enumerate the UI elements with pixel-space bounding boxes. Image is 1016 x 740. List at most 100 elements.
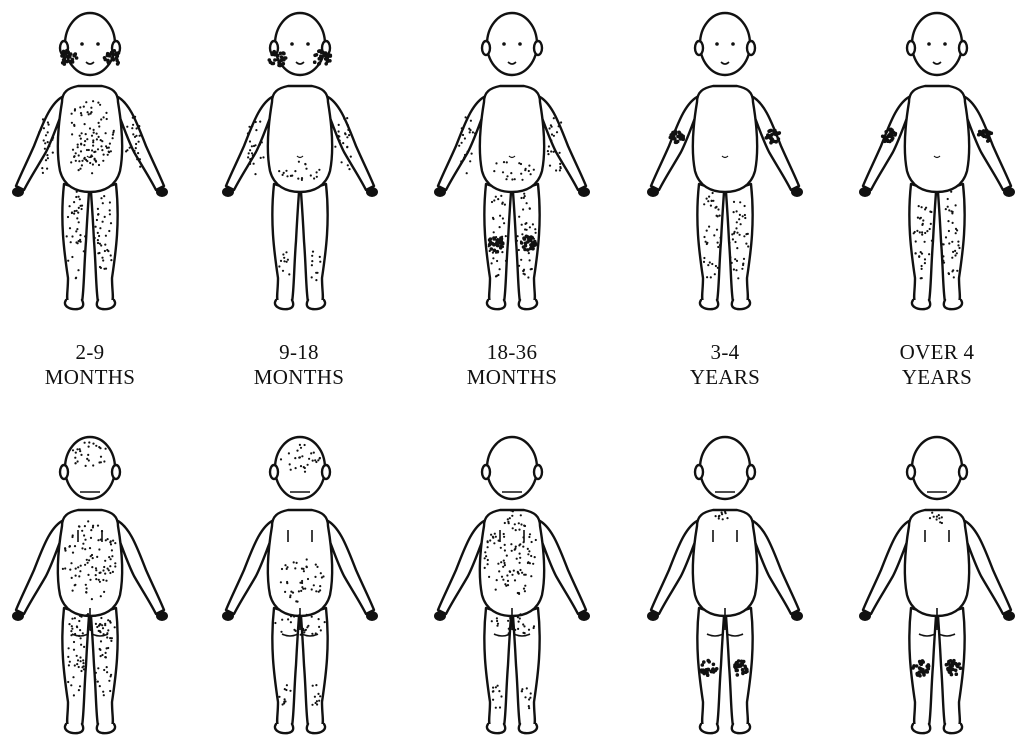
rash-dot: [496, 625, 498, 627]
rash-dot: [92, 163, 94, 165]
rash-dot: [102, 259, 104, 261]
rash-dot: [509, 570, 511, 572]
rash-dot: [502, 566, 504, 568]
rash-dot: [916, 230, 918, 232]
rash-dot: [881, 135, 885, 139]
rash-dot: [108, 151, 110, 153]
rash-dot: [47, 157, 49, 159]
rash-dot: [745, 233, 747, 235]
rash-dot: [109, 690, 111, 692]
rash-dot: [108, 680, 110, 682]
rash-dot: [517, 571, 519, 573]
rash-dot: [109, 209, 111, 211]
rash-dot: [110, 222, 112, 224]
rash-dot: [519, 617, 521, 619]
rash-dot: [951, 257, 953, 259]
rash-dot: [286, 581, 288, 583]
rash-dot: [745, 243, 747, 245]
rash-dot: [99, 104, 101, 106]
rash-dot: [739, 214, 741, 216]
rash-dot: [110, 543, 112, 545]
rash-dot: [502, 202, 504, 204]
rash-dot: [304, 588, 306, 590]
rash-dot: [942, 260, 944, 262]
back-view-child-4: [647, 437, 803, 733]
left-ear: [695, 41, 703, 55]
rash-dot: [286, 566, 288, 568]
rash-dot: [938, 514, 940, 516]
left-foot: [275, 724, 293, 733]
rash-dot: [43, 120, 45, 122]
rash-dot: [518, 522, 520, 524]
rash-dot: [744, 214, 746, 216]
rash-dot: [304, 629, 306, 631]
rash-dot: [714, 273, 716, 275]
rash-dot: [315, 702, 317, 704]
rash-dot: [293, 615, 295, 617]
rash-dot: [950, 191, 952, 193]
rash-dot: [79, 685, 81, 687]
left-hand: [434, 611, 446, 621]
rash-dot: [915, 664, 919, 668]
rash-dot: [78, 160, 80, 162]
rash-dot: [108, 230, 110, 232]
rash-dot: [722, 518, 724, 520]
rash-dot: [115, 57, 119, 61]
rash-dot: [298, 590, 300, 592]
right-ear: [959, 41, 967, 55]
rash-dot: [523, 270, 525, 272]
rash-dot: [956, 252, 958, 254]
rash-dot: [715, 667, 719, 671]
rash-dot: [95, 567, 97, 569]
rash-dot: [522, 623, 524, 625]
rash-dot: [728, 242, 730, 244]
rash-dot: [102, 691, 104, 693]
rash-dot: [104, 560, 106, 562]
rash-dot: [707, 660, 711, 664]
rash-dot: [511, 178, 513, 180]
age-range: 18-36: [437, 340, 587, 365]
rash-dot: [921, 265, 923, 267]
rash-dot: [89, 629, 91, 631]
rash-dot: [346, 136, 348, 138]
rash-dot: [311, 633, 313, 635]
front-view-child-5: [859, 13, 1015, 309]
rash-dot: [114, 565, 116, 567]
rash-dot: [514, 523, 516, 525]
rash-dot: [296, 450, 298, 452]
rash-dot: [320, 572, 322, 574]
rash-dot: [285, 170, 287, 172]
rash-dot: [708, 196, 710, 198]
rash-dot: [43, 139, 45, 141]
rash-dot: [319, 261, 321, 263]
rash-dot: [42, 118, 44, 120]
right-ear: [534, 465, 542, 479]
rash-dot: [104, 216, 106, 218]
rash-dot: [681, 135, 685, 139]
rash-dot: [105, 448, 107, 450]
rash-dot: [290, 469, 292, 471]
left-leg: [697, 608, 724, 726]
rash-dot: [507, 521, 509, 523]
rash-dot: [521, 690, 523, 692]
rash-dot: [952, 659, 956, 663]
rash-dot: [490, 237, 492, 239]
rash-dot: [100, 655, 102, 657]
rash-dot: [492, 217, 494, 219]
torso: [693, 86, 757, 192]
rash-dot: [311, 704, 313, 706]
rash-dot: [77, 566, 79, 568]
rash-dot: [75, 462, 77, 464]
rash-dot: [921, 231, 923, 233]
rash-dot: [529, 533, 531, 535]
rash-dot: [80, 112, 82, 114]
left-ear: [695, 465, 703, 479]
rash-dot: [274, 52, 278, 56]
rash-dot: [83, 534, 85, 536]
rash-dot: [918, 670, 922, 674]
rash-dot: [503, 222, 505, 224]
rash-dot: [512, 624, 514, 626]
rash-dot: [921, 268, 923, 270]
rash-dot: [97, 667, 99, 669]
